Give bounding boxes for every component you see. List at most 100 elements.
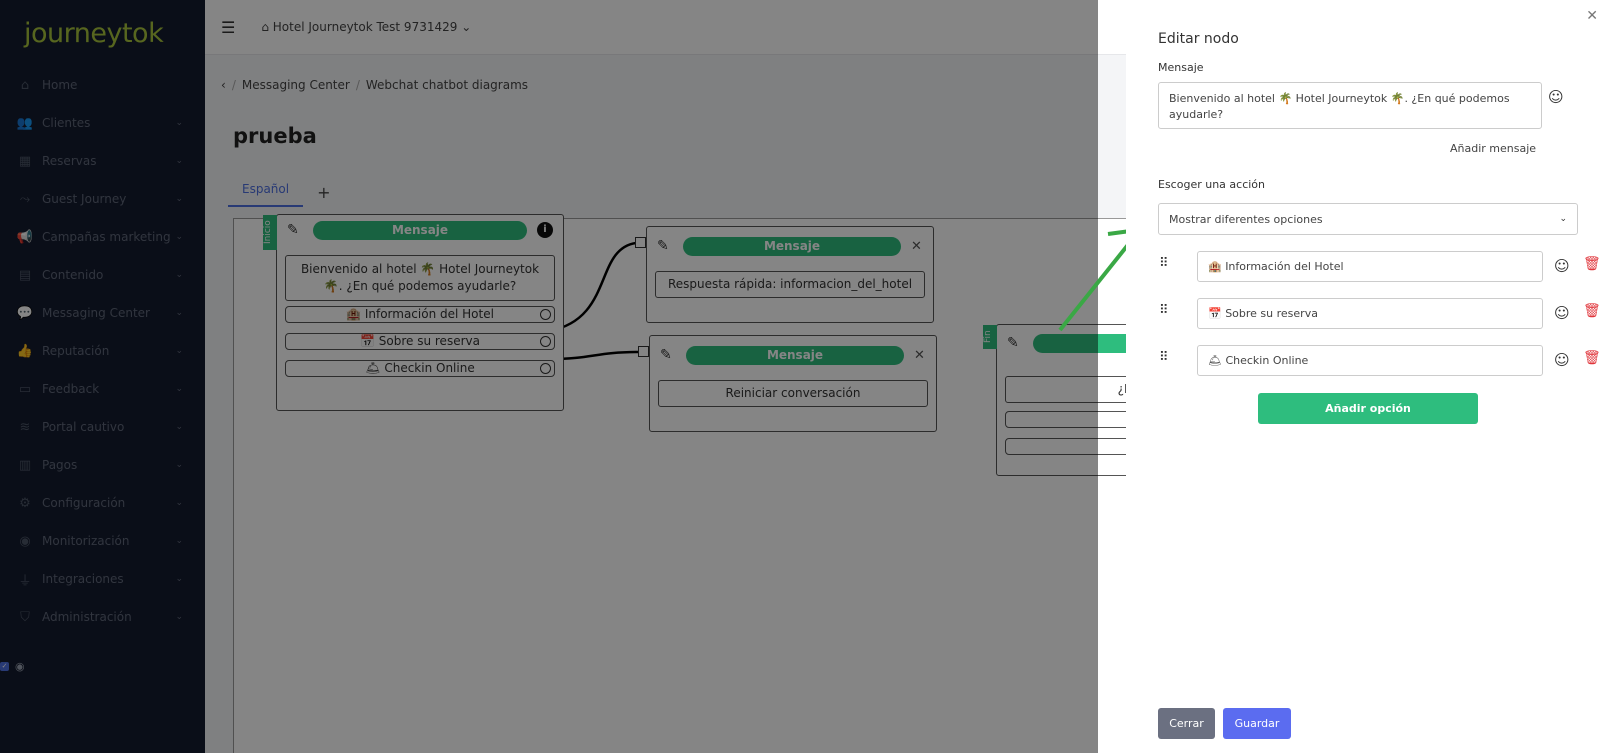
emoji-picker-icon[interactable]: ☺: [1554, 351, 1570, 369]
option-input[interactable]: 🏨 Información del Hotel: [1197, 251, 1543, 282]
emoji-picker-icon[interactable]: ☺: [1554, 304, 1570, 322]
sidebar-item-messaging-center[interactable]: 💬Messaging Center⌄: [0, 294, 205, 332]
sidebar-item-pagos[interactable]: ▥Pagos⌄: [0, 446, 205, 484]
emoji-picker-icon[interactable]: ☺: [1548, 88, 1564, 106]
node-option[interactable]: 🏨 Información del Hotel: [285, 306, 555, 323]
trash-icon[interactable]: 🗑: [1583, 303, 1601, 319]
drag-handle-icon[interactable]: ⠿: [1159, 350, 1168, 365]
close-icon[interactable]: ✕: [1586, 8, 1598, 24]
option-row: ⠿ 🏨 Información del Hotel ☺ 🗑: [1158, 251, 1601, 283]
emoji-picker-icon[interactable]: ☺: [1554, 257, 1570, 275]
sidebar-item-label: Administración: [42, 610, 132, 624]
add-option-button[interactable]: Añadir opción: [1258, 393, 1478, 424]
connector-line: [548, 241, 637, 333]
home-icon: ⌂: [20, 77, 30, 93]
close-icon[interactable]: ✕: [911, 238, 922, 254]
panel-title: Editar nodo: [1158, 31, 1239, 47]
sidebar: journeytok ⌂Home 👥Clientes⌄ ▦Reservas⌄ ⤳…: [0, 0, 205, 753]
calendar-icon: ▦: [18, 153, 32, 169]
option-input[interactable]: 📅 Sobre su reserva: [1197, 298, 1543, 329]
cancel-button[interactable]: Cerrar: [1158, 708, 1215, 739]
message-textarea[interactable]: Bienvenido al hotel 🌴 Hotel Journeytok 🌴…: [1158, 82, 1542, 129]
chevron-down-icon: ⌄: [175, 194, 183, 204]
sidebar-item-reservas[interactable]: ▦Reservas⌄: [0, 142, 205, 180]
wifi-icon: ≋: [19, 419, 31, 435]
node-header: ✎ Mensaje ✕: [647, 231, 933, 261]
sidebar-footer: ✓ ◉: [0, 660, 25, 673]
trash-icon[interactable]: 🗑: [1583, 350, 1601, 366]
modal-backdrop[interactable]: [0, 0, 1098, 753]
back-chevron-icon[interactable]: ‹: [221, 78, 226, 92]
edit-icon[interactable]: ✎: [657, 238, 669, 254]
breadcrumb-item-webchat[interactable]: Webchat chatbot diagrams: [365, 78, 529, 92]
option-row: ⠿ 📅 Sobre su reserva ☺ 🗑: [1158, 298, 1601, 330]
add-message-link[interactable]: Añadir mensaje: [1450, 142, 1537, 155]
node-option[interactable]: 📅 Sobre su reserva: [285, 333, 555, 350]
message-label: Mensaje: [1158, 61, 1204, 74]
option-input[interactable]: 🛎 Checkin Online: [1197, 345, 1543, 376]
route-icon: ⤳: [19, 191, 31, 207]
output-port[interactable]: [540, 336, 551, 347]
chevron-down-icon: ⌄: [175, 536, 183, 546]
option-label: 🏨 Información del Hotel: [346, 307, 494, 321]
input-port[interactable]: [635, 237, 646, 248]
sidebar-item-clientes[interactable]: 👥Clientes⌄: [0, 104, 205, 142]
journeytok-logo[interactable]: journeytok: [24, 18, 164, 49]
action-select[interactable]: Mostrar diferentes opciones ⌄: [1158, 203, 1578, 235]
node-type-pill: Mensaje: [313, 220, 527, 240]
comment-icon: ▭: [18, 381, 32, 397]
sidebar-item-label: Portal cautivo: [42, 420, 125, 434]
node-message: Bienvenido al hotel 🌴 Hotel Journeytok 🌴…: [285, 255, 555, 301]
edit-node-panel: ✕ Editar nodo Mensaje Bienvenido al hote…: [1126, 0, 1608, 753]
chatbot-node[interactable]: ✎ Mensaje ✕ Respuesta rápida: informacio…: [635, 226, 934, 323]
sidebar-item-integraciones[interactable]: ⏚Integraciones⌄: [0, 560, 205, 598]
option-row: ⠿ 🛎 Checkin Online ☺ 🗑: [1158, 345, 1601, 377]
sidebar-item-monitorizacion[interactable]: ◉ Monitorización ⌄: [0, 522, 205, 560]
sidebar-item-feedback[interactable]: ▭Feedback⌄: [0, 370, 205, 408]
chatbot-node[interactable]: ✎ Mensaje ✕ Reiniciar conversación: [638, 335, 937, 432]
option-label: 🛎 Checkin Online: [365, 361, 475, 375]
info-icon[interactable]: i: [537, 222, 553, 238]
edit-icon[interactable]: ✎: [660, 347, 672, 363]
output-port[interactable]: [540, 363, 551, 374]
sidebar-item-portal-cautivo[interactable]: ≋Portal cautivo⌄: [0, 408, 205, 446]
breadcrumb-item-messaging-center[interactable]: Messaging Center: [241, 78, 350, 92]
close-icon[interactable]: ✕: [914, 347, 925, 363]
drag-handle-icon[interactable]: ⠿: [1159, 256, 1168, 271]
hotel-selector[interactable]: ⌂ Hotel Journeytok Test 9731429 ⌄: [261, 20, 472, 34]
sidebar-item-home[interactable]: ⌂Home: [0, 66, 205, 104]
gear-icon: ⚙: [19, 495, 31, 511]
sidebar-item-configuracion[interactable]: ⚙Configuración⌄: [0, 484, 205, 522]
sidebar-item-contenido[interactable]: ▤Contenido⌄: [0, 256, 205, 294]
checkbox-checked-icon[interactable]: ✓: [0, 662, 9, 671]
sidebar-item-reputacion[interactable]: 👍Reputación⌄: [0, 332, 205, 370]
edit-icon[interactable]: ✎: [287, 222, 299, 238]
chevron-down-icon: ⌄: [175, 308, 183, 318]
sidebar-item-administracion[interactable]: ⛉Administración⌄: [0, 598, 205, 636]
eye-icon: ◉: [19, 533, 31, 549]
chevron-down-icon: ⌄: [175, 156, 183, 166]
add-tab-icon[interactable]: +: [317, 183, 331, 202]
action-label: Escoger una acción: [1158, 178, 1266, 191]
tab-espanol[interactable]: Español: [228, 178, 304, 207]
thumbs-up-icon: 👍: [16, 343, 34, 359]
breadcrumb: ‹ / Messaging Center / Webchat chatbot d…: [221, 78, 528, 92]
action-select-value: Mostrar diferentes opciones: [1169, 212, 1323, 226]
hamburger-menu-icon[interactable]: ☰: [221, 17, 236, 37]
input-port[interactable]: [638, 346, 649, 357]
chatbot-node-start[interactable]: Inicio ✎ Mensaje i Bienvenido al hotel 🌴…: [263, 214, 564, 411]
sidebar-item-label: Monitorización: [42, 534, 130, 548]
drag-handle-icon[interactable]: ⠿: [1159, 303, 1168, 318]
sidebar-item-label: Configuración: [42, 496, 126, 510]
sidebar-item-label: Integraciones: [42, 572, 124, 586]
save-button[interactable]: Guardar: [1223, 708, 1291, 739]
chevron-down-icon: ⌄: [175, 574, 183, 584]
node-option[interactable]: 🛎 Checkin Online: [285, 360, 555, 377]
chevron-down-icon: ⌄: [175, 346, 183, 356]
trash-icon[interactable]: 🗑: [1583, 256, 1601, 272]
edit-icon[interactable]: ✎: [1007, 335, 1019, 351]
sidebar-item-campanas-marketing[interactable]: 📢Campañas marketing⌄: [0, 218, 205, 256]
sidebar-item-guest-journey[interactable]: ⤳Guest Journey⌄: [0, 180, 205, 218]
eye-icon[interactable]: ◉: [15, 660, 25, 673]
output-port[interactable]: [540, 309, 551, 320]
